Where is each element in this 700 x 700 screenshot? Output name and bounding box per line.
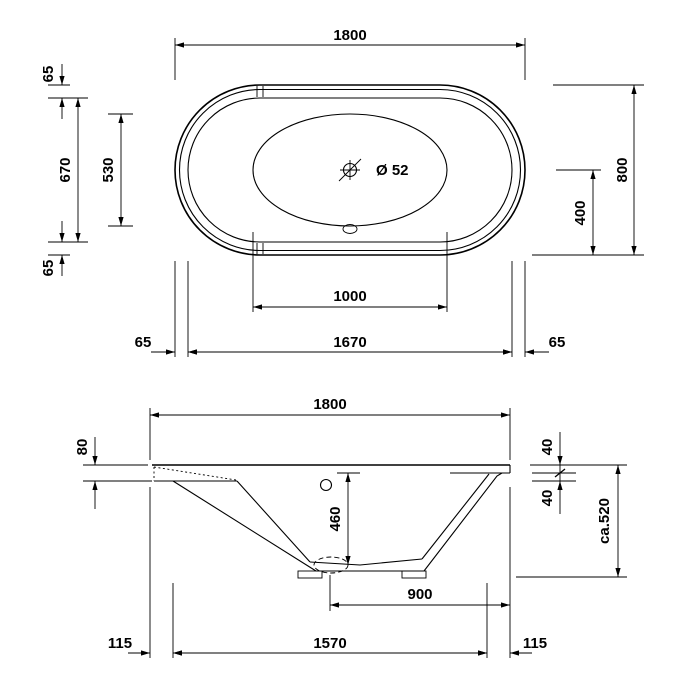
rim-joint-marks <box>256 86 264 254</box>
inner-wall-right <box>421 473 490 560</box>
dim-rim-height-left-label: 80 <box>74 439 91 456</box>
dim-rim-right-label: 65 <box>549 334 566 351</box>
dim-drain-offset-label: 400 <box>572 200 589 225</box>
foot-left <box>297 570 323 579</box>
dim-basin-width-label: 530 <box>100 157 117 182</box>
top-view-extension-lines <box>48 38 644 357</box>
dim-basin-length-label: 1000 <box>333 288 366 305</box>
dim-drain-to-edge-label: 900 <box>407 586 432 603</box>
drain-diameter-label: Ø 52 <box>376 162 409 179</box>
dim-depth-overall-label: 800 <box>614 157 631 182</box>
dim-base-offset-left-label: 115 <box>108 635 132 652</box>
top-view: 1800 65 670 530 65 800 400 1000 65 1670 … <box>40 27 644 357</box>
dim-total-height-label: ca.520 <box>596 498 613 544</box>
dim-base-offset-right-label: 115 <box>523 635 547 652</box>
overflow-symbol <box>342 224 358 234</box>
dim-base-length-label: 1570 <box>313 635 346 652</box>
dim-top-width-label: 1800 <box>333 27 366 44</box>
dim-side-width-label: 1800 <box>313 396 346 413</box>
drain-symbol <box>338 158 362 182</box>
side-view-tub-profile <box>152 464 511 579</box>
inner-bottom <box>309 558 423 566</box>
dim-rim-top-label: 65 <box>40 66 57 83</box>
outer-wall-left <box>172 480 317 572</box>
foot-right <box>401 570 427 579</box>
dim-inner-depth-label: 460 <box>327 506 344 531</box>
dim-inner-length-label: 1670 <box>333 334 366 351</box>
top-view-dimension-lines <box>59 42 637 355</box>
dim-rim-step-top-label: 40 <box>539 439 556 456</box>
dim-rim-bottom-label: 65 <box>40 260 57 277</box>
side-view-dimension-lines <box>92 412 621 656</box>
side-view: 1800 80 40 40 460 ca.520 900 115 1570 11… <box>74 396 627 658</box>
outer-wall-right <box>423 472 503 572</box>
dim-inner-width-label: 670 <box>57 157 74 182</box>
overflow-hole <box>319 478 333 492</box>
top-view-tub-outline <box>174 84 526 256</box>
inner-wall-left <box>236 480 311 563</box>
basin-outline <box>252 113 448 227</box>
dim-rim-left-label: 65 <box>135 334 152 351</box>
dim-rim-step-bottom-label: 40 <box>539 490 556 507</box>
